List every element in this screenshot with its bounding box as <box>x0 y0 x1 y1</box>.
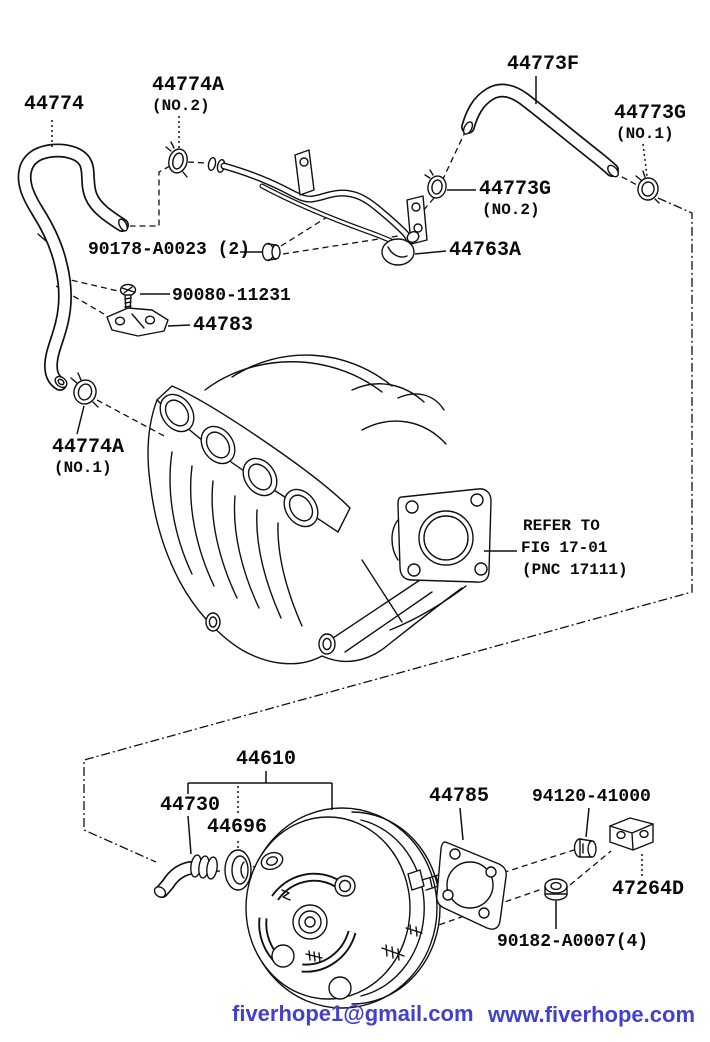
refer-note-line2: FIG 17-01 <box>521 539 608 557</box>
label-44610: 44610 <box>236 748 297 771</box>
label-44773g-no2: 44773G <box>479 178 552 201</box>
footer-website-link[interactable]: www.fiverhope.com <box>488 1002 696 1027</box>
label-90178-a0023: 90178-A0023 (2) <box>88 240 251 260</box>
clip-94120-icon <box>573 838 597 858</box>
intake-manifold-drawing <box>147 354 492 665</box>
refer-note-line1: REFER TO <box>523 517 600 535</box>
bracket-47264d-icon <box>609 817 654 851</box>
label-44773f: 44773F <box>507 53 580 76</box>
label-47264d: 47264D <box>612 878 685 901</box>
label-44774: 44774 <box>24 93 85 116</box>
label-94120-41000: 94120-41000 <box>532 787 651 807</box>
grommet-44696-icon <box>224 849 252 891</box>
label-44774a-no2: 44774A <box>152 74 225 97</box>
label-44773g-no1-sub: (NO.1) <box>616 125 674 143</box>
elbow-fitting-44730-icon <box>153 854 218 898</box>
hose-44773f-drawing <box>461 83 619 178</box>
label-90182-a0007: 90182-A0007(4) <box>497 932 649 952</box>
bracket-44783-icon <box>106 307 169 337</box>
label-44773g-no1: 44773G <box>614 102 687 125</box>
hose-44774-drawing <box>17 143 129 391</box>
label-90080-11231: 90080-11231 <box>172 286 291 306</box>
clamp-44773g-no2-icon <box>424 169 447 199</box>
label-44696: 44696 <box>207 816 268 839</box>
label-44773g-no2-sub: (NO.2) <box>482 201 540 219</box>
nut-90182-icon <box>544 878 568 901</box>
clamp-44774a-no1-icon <box>70 372 99 408</box>
clamp-44774a-no2-icon <box>165 141 188 178</box>
label-44774a-no1: 44774A <box>52 436 125 459</box>
witness-lines <box>55 129 693 929</box>
brake-booster-drawing <box>245 807 452 1009</box>
grommet-90178-icon <box>261 242 281 262</box>
label-44783: 44783 <box>193 314 254 337</box>
label-44730: 44730 <box>160 794 221 817</box>
vacuum-pipe-assembly-drawing <box>207 149 428 250</box>
label-44774a-no1-sub: (NO.1) <box>54 459 112 477</box>
label-44774a-no2-sub: (NO.2) <box>152 97 210 115</box>
label-44785: 44785 <box>429 785 490 808</box>
footer-email-link[interactable]: fiverhope1@gmail.com <box>232 1001 474 1026</box>
leader-lines <box>51 76 648 929</box>
check-valve-44763a-icon <box>381 231 420 266</box>
gasket-44785-icon <box>436 841 507 930</box>
clamp-44773g-no1-icon <box>635 170 660 204</box>
label-44763a: 44763A <box>449 239 522 262</box>
refer-note-line3: (PNC 17111) <box>522 561 628 579</box>
